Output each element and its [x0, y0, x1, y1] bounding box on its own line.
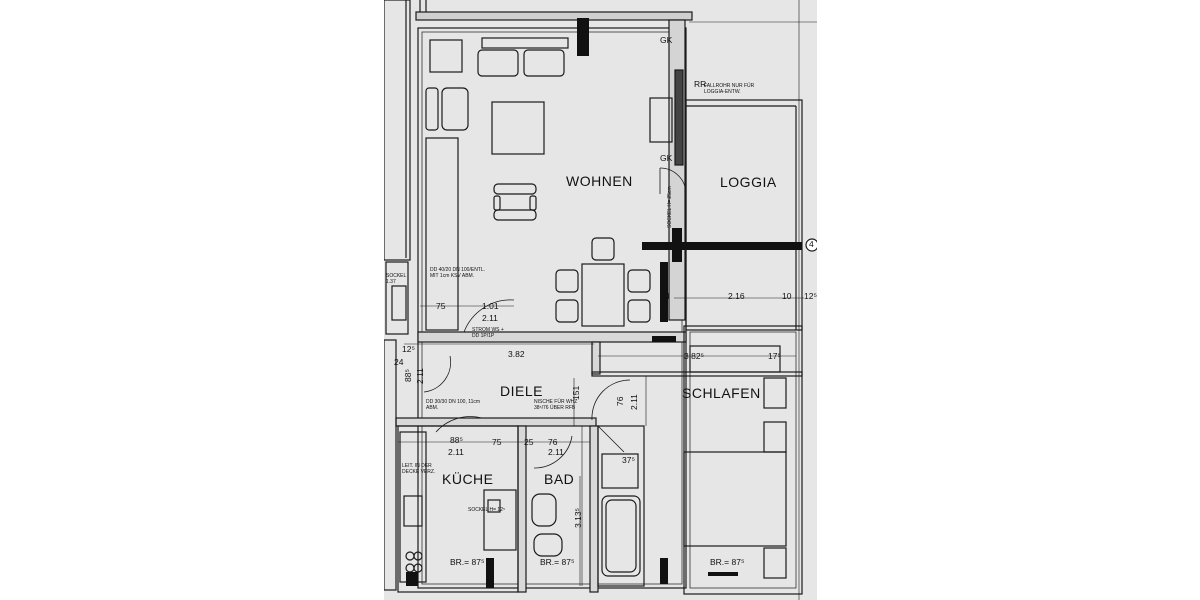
dim-76-vertical: 76 [615, 396, 625, 406]
room-label-diele: DIELE [500, 383, 543, 399]
kitchen-bath-top-wall [395, 417, 597, 427]
dim-2-11-wohnen: 2.11 [482, 313, 498, 323]
diele-schlafen-wall [591, 341, 601, 375]
dim-12-5-left: 12⁵ [402, 344, 415, 354]
dim-2-11-bad: 2.11 [548, 447, 564, 457]
note-sockel-loggia: SOCKEL H= 25cm [667, 186, 673, 228]
wall-stub-top [577, 18, 589, 56]
left-stair-area [385, 261, 409, 335]
label-gk-top: GK [660, 35, 673, 45]
dim-24: 24 [660, 291, 670, 301]
kitchen-outline [397, 425, 519, 593]
note-leit: LEIT. IN DER DECKE VERZ. [402, 463, 436, 475]
label-rr: RR [694, 79, 707, 89]
room-label-kueche: KÜCHE [442, 471, 494, 487]
dim-151: 151 [571, 385, 581, 400]
dim-2-11-vertical: 2.11 [629, 394, 639, 410]
dim-br-schlafen: BR.= 87⁵ [710, 557, 745, 567]
room-label-bad: BAD [544, 471, 575, 487]
schlafen-outline [683, 325, 803, 595]
dim-br-bad: BR.= 87⁵ [540, 557, 575, 567]
dim-37-5: 37⁵ [622, 455, 635, 465]
dim-75-kueche: 75 [492, 437, 502, 447]
dim-88-5-vertical: 88⁵ [403, 369, 413, 382]
floor-plan-sheet: WOHNEN LOGGIA DIELE SCHLAFEN KÜCHE BAD 7… [384, 0, 817, 600]
note-dd-wohnen: DD 40/20 DN 100/ENTL. MIT 1cm KSV ABM. [430, 267, 486, 279]
dim-2-11-kueche: 2.11 [448, 447, 464, 457]
floor-plan-drawing [384, 0, 817, 600]
note-sockel-left: SOCKEL 1.37 [386, 273, 407, 285]
dim-25: 25 [524, 437, 534, 447]
loggia-outline [685, 99, 803, 331]
note-strom: STROM WS + DD 1P/1P [472, 327, 504, 339]
wohnen-right-wall [668, 19, 686, 321]
dim-3-82: 3.82 [508, 349, 525, 359]
bath-schlafen-wall [589, 425, 599, 593]
axis-label-4: 4 [809, 239, 814, 249]
note-sockel-kueche: SOCKEL H= 12⁵ [468, 507, 506, 513]
note-fallrohr: FALLROHR NUR FÜR LOGGIA-ENTW. [704, 83, 755, 95]
dim-3-82-5: 3.82⁵ [684, 351, 705, 361]
dim-75: 75 [436, 301, 446, 311]
dim-17-5: 17⁵ [768, 351, 781, 361]
note-nische: NISCHE FÜR WHZ 38⁵/76 ÜBER RFB [534, 399, 578, 411]
dim-10: 10 [782, 291, 792, 301]
dim-88-5: 88⁵ [450, 435, 463, 445]
top-wall [415, 11, 693, 21]
label-gk-bottom: GK [660, 153, 673, 163]
dim-2-16: 2.16 [728, 291, 745, 301]
axis-marker-circle [805, 238, 817, 252]
dim-2-11-vertical-left: 2.11 [415, 368, 425, 384]
dim-24-left: 24 [394, 357, 404, 367]
wohnen-diele-wall [417, 331, 687, 343]
loggia-beam [642, 242, 802, 250]
dim-12-5: 12⁵ [804, 291, 817, 301]
room-label-loggia: LOGGIA [720, 174, 777, 190]
note-dd-diele: DD 30/30 DN 100, 11cm ABM. [426, 399, 481, 411]
dim-3-13-5: 3.13⁵ [573, 507, 583, 528]
dim-br-kueche: BR.= 87⁵ [450, 557, 485, 567]
room-label-wohnen: WOHNEN [566, 173, 633, 189]
dim-76: 76 [548, 437, 558, 447]
room-label-schlafen: SCHLAFEN [682, 385, 761, 401]
neighbor-wall-strip [384, 0, 411, 261]
dim-1-01: 1.01 [482, 301, 499, 311]
